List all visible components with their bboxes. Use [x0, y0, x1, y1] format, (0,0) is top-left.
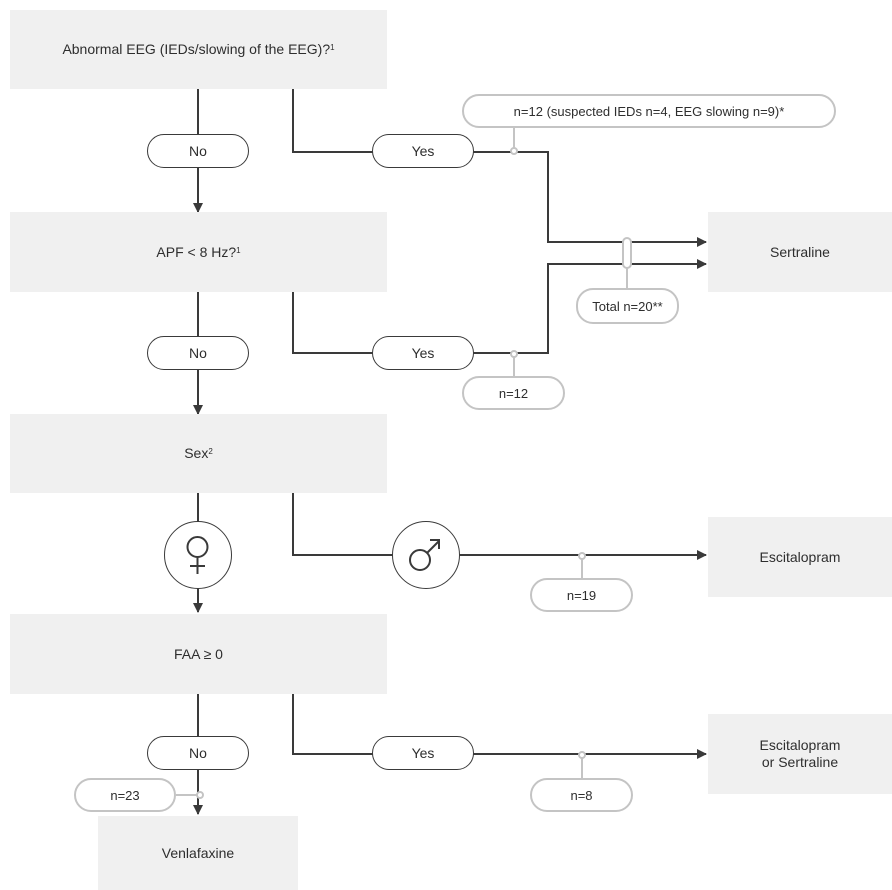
abnormal-eeg-label: Abnormal EEG (IEDs/slowing of the EEG)? [62, 41, 331, 57]
count-tie-dot [510, 350, 518, 358]
eeg-yes-count: n=12 (suspected IEDs n=4, EEG slowing n=… [462, 94, 836, 128]
connector [292, 259, 707, 354]
footnote-ref: 1 [330, 43, 335, 52]
male-count: n=19 [530, 578, 633, 612]
sex-box: Sex2 [10, 414, 387, 493]
sertraline-label: Sertraline [770, 243, 830, 260]
footnote-ref: 1 [236, 245, 241, 255]
faa-yes-count: n=8 [530, 778, 633, 812]
venlafaxine-box: Venlafaxine [98, 816, 298, 890]
footnote-ref: 2 [208, 447, 213, 456]
connector [292, 694, 707, 759]
count-tie-dot [510, 147, 518, 155]
apf-box: APF < 8 Hz?1 [10, 212, 387, 292]
esc-or-sert-line2: or Sertraline [761, 754, 839, 770]
escitalopram-or-sertraline-box: Escitalopram or Sertraline [708, 714, 892, 794]
eeg-no-pill: No [147, 134, 249, 168]
faa-yes-pill: Yes [372, 736, 474, 770]
female-symbol-icon [164, 521, 232, 589]
count-tie-dot [578, 751, 586, 759]
apf-yes-count: n=12 [462, 376, 565, 410]
apf-yes-pill: Yes [372, 336, 474, 370]
count-tie-dot [578, 552, 586, 560]
eeg-yes-pill: Yes [372, 134, 474, 168]
sex-label: Sex [184, 445, 209, 461]
faa-box: FAA ≥ 0 [10, 614, 387, 694]
apf-no-pill: No [147, 336, 249, 370]
faa-no-pill: No [147, 736, 249, 770]
faa-label: FAA ≥ 0 [174, 645, 223, 662]
apf-label: APF < 8 Hz? [156, 243, 237, 260]
abnormal-eeg-box: Abnormal EEG (IEDs/slowing of the EEG)?1 [10, 10, 387, 89]
esc-or-sert-line1: Escitalopram [759, 737, 841, 753]
faa-no-count: n=23 [74, 778, 176, 812]
connector [292, 493, 707, 560]
total-bracket [622, 237, 632, 269]
escitalopram-box: Escitalopram [708, 517, 892, 597]
sertraline-box: Sertraline [708, 212, 892, 292]
sertraline-total-count: Total n=20** [576, 288, 679, 324]
venlafaxine-label: Venlafaxine [161, 844, 235, 861]
connector [292, 89, 707, 247]
count-tie-dot [196, 791, 204, 799]
escitalopram-label: Escitalopram [759, 548, 841, 565]
male-symbol-icon [392, 521, 460, 589]
